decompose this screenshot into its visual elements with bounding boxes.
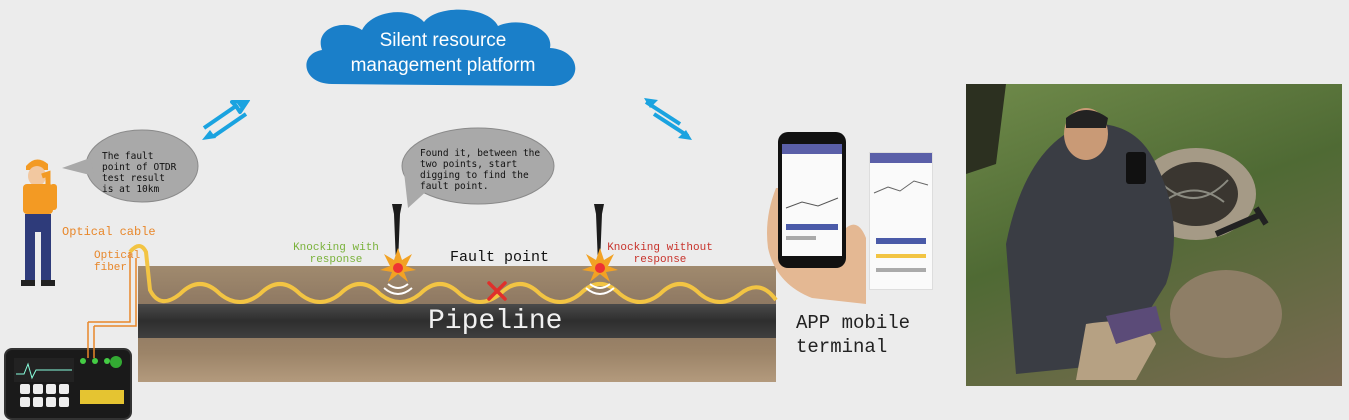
speech-bubble-center [401, 127, 555, 208]
knock-without-response-line2: response [633, 254, 687, 266]
otdr-screen [14, 358, 74, 382]
hammer-right-icon [594, 204, 604, 264]
app-mobile-terminal-label: APP mobile terminal [796, 311, 910, 359]
app-label-line2: terminal [796, 336, 888, 358]
fault-point-label: Fault point [450, 249, 550, 266]
pipeline [138, 304, 776, 338]
cloud-shape [306, 9, 576, 86]
sync-arrows-left-icon [202, 100, 250, 140]
knock-with-response-line2: response [309, 254, 363, 266]
optical-cable-line [87, 244, 778, 358]
optical-cable-label: Optical cable [62, 225, 156, 239]
sync-arrows-right-icon [644, 98, 692, 140]
impact-burst-left-icon [380, 248, 416, 295]
cloud-title-line1: Silent resource [379, 30, 507, 51]
speech-bubble-left [62, 129, 199, 203]
knock-without-response-line1: Knocking without [607, 242, 713, 254]
field-photo-scene [966, 84, 1282, 380]
optical-fiber-label-line2: fiber [94, 262, 128, 274]
app-label-line1: APP mobile [796, 312, 911, 334]
optical-fiber-label: Optical fiber [94, 250, 140, 274]
knock-with-response-label: Knocking with response [284, 242, 388, 266]
hammer-left-icon [392, 204, 402, 264]
speech-bubble-left-text: The fault point of OTDR test result is a… [102, 151, 177, 195]
pipeline-label: Pipeline [428, 306, 563, 337]
phone-screen-secondary [869, 152, 933, 290]
hand-holding-phone [767, 132, 866, 304]
knock-without-response-label: Knocking without response [604, 242, 716, 266]
cloud-title: Silent resource management platform [318, 28, 568, 78]
otdr-nameplate [80, 390, 124, 404]
otdr-indicators [80, 358, 110, 364]
otdr-device [4, 348, 132, 420]
otdr-keypad [20, 384, 74, 412]
fault-point-x-icon [487, 281, 507, 301]
speech-bubble-center-text: Found it, between the two points, start … [420, 148, 541, 192]
impact-burst-right-icon [582, 248, 618, 295]
otdr-power-icon [110, 356, 122, 368]
cloud-title-line2: management platform [350, 55, 536, 76]
knock-with-response-line1: Knocking with [293, 242, 379, 254]
optical-fiber-label-line1: Optical [94, 250, 141, 262]
worker-figure [21, 159, 57, 286]
field-photo [966, 84, 1342, 386]
